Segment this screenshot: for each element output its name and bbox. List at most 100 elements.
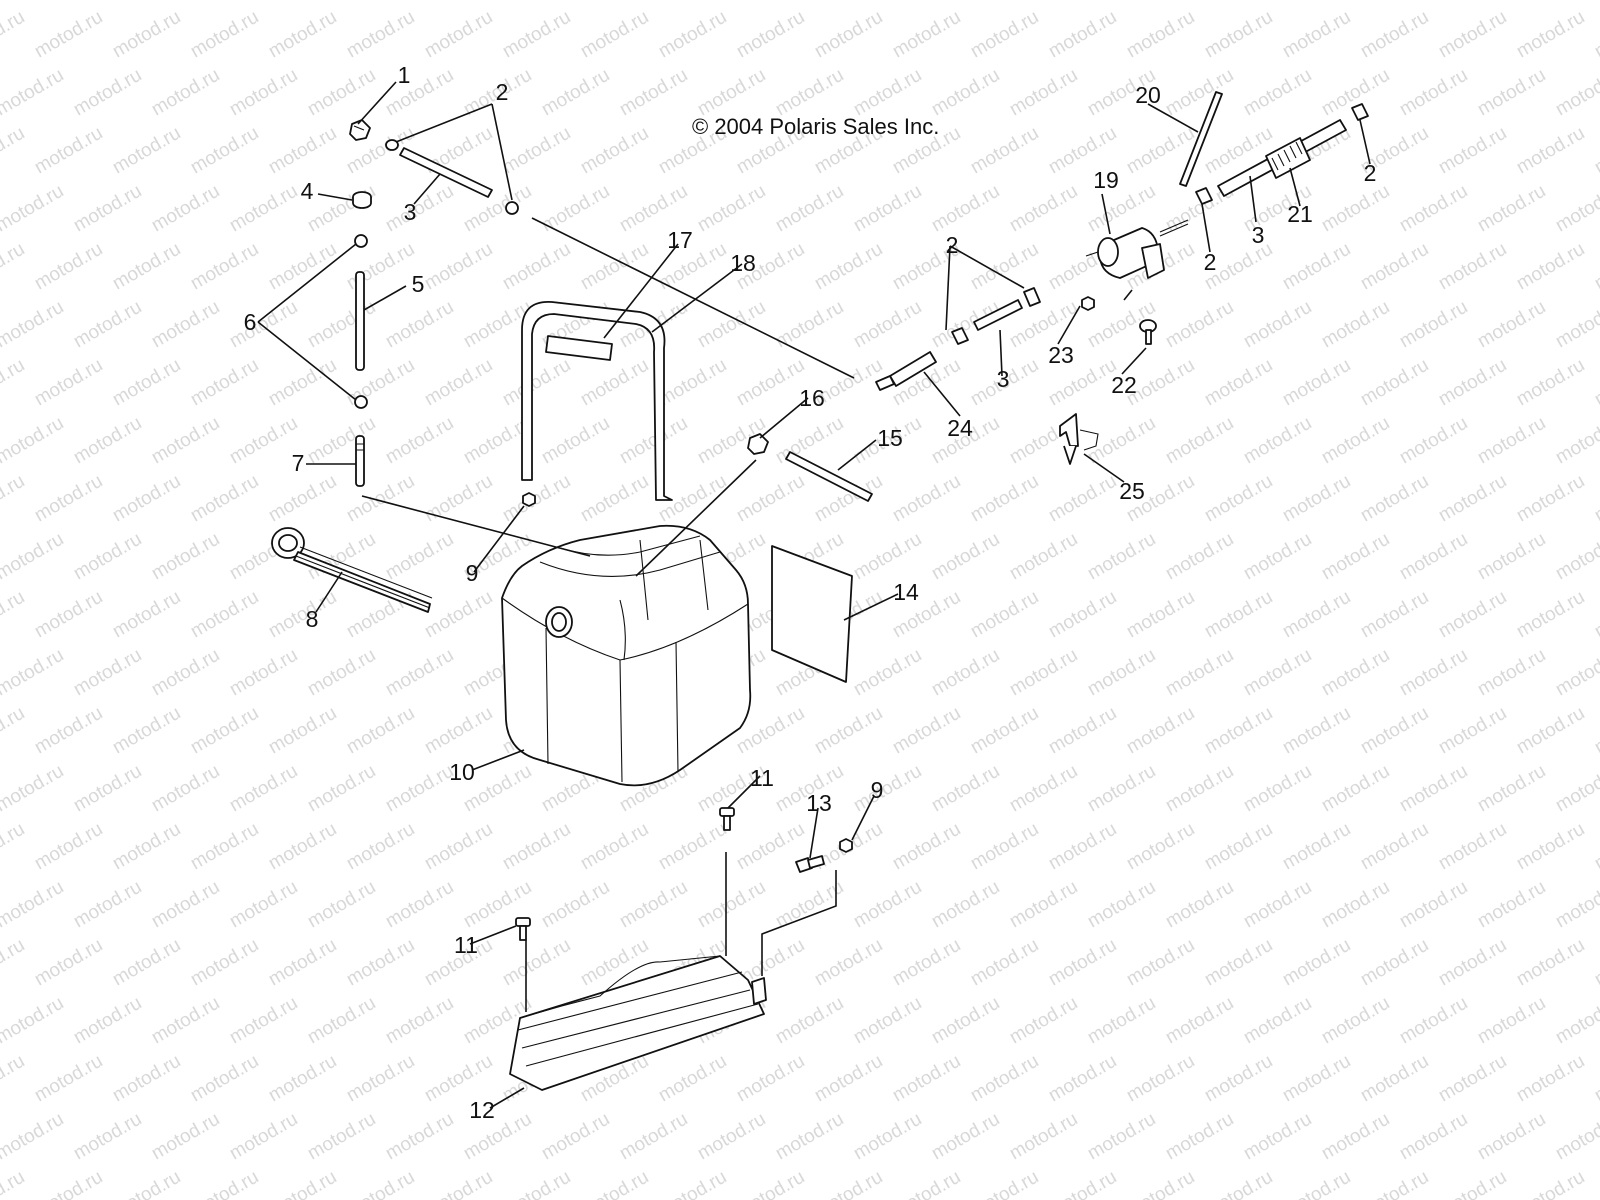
watermark-text: motod.ru: [1084, 761, 1159, 817]
part-6-cap-bottom: [354, 395, 368, 409]
watermark-text: motod.ru: [187, 1167, 262, 1200]
watermark-text: motod.ru: [70, 181, 145, 237]
watermark-text: motod.ru: [1162, 761, 1237, 817]
watermark-text: motod.ru: [1045, 819, 1120, 875]
watermark-text: motod.ru: [148, 1109, 223, 1165]
watermark-text: motod.ru: [265, 819, 340, 875]
watermark-text: motod.ru: [1045, 587, 1120, 643]
watermark-text: motod.ru: [577, 819, 652, 875]
watermark-text: motod.ru: [928, 297, 1003, 353]
callout-2: 2: [1204, 249, 1217, 275]
watermark-text: motod.ru: [148, 529, 223, 585]
watermark-text: motod.ru: [1435, 239, 1510, 295]
watermark-text: motod.ru: [1084, 0, 1159, 4]
watermark-text: motod.ru: [1240, 0, 1315, 4]
callout-22: 22: [1111, 372, 1137, 398]
watermark-text: motod.ru: [811, 1051, 886, 1107]
watermark-text: motod.ru: [1279, 355, 1354, 411]
watermark-text: motod.ru: [850, 761, 925, 817]
watermark-text: motod.ru: [0, 297, 67, 353]
watermark-text: motod.ru: [148, 413, 223, 469]
callout-6: 6: [244, 309, 257, 335]
watermark-text: motod.ru: [499, 7, 574, 63]
watermark-text: motod.ru: [1591, 7, 1600, 63]
watermark-text: motod.ru: [31, 123, 106, 179]
watermark-text: motod.ru: [1240, 645, 1315, 701]
watermark-text: motod.ru: [1201, 471, 1276, 527]
watermark-text: motod.ru: [304, 1109, 379, 1165]
part-10-fuel-tank: [501, 524, 752, 787]
part-16-vent-fitting: [747, 433, 769, 455]
watermark-text: motod.ru: [1435, 471, 1510, 527]
watermark-text: motod.ru: [1045, 703, 1120, 759]
watermark-text: motod.ru: [187, 703, 262, 759]
watermark-text: motod.ru: [850, 645, 925, 701]
watermark-text: motod.ru: [811, 239, 886, 295]
watermark-text: motod.ru: [1513, 819, 1588, 875]
watermark-text: motod.ru: [1279, 819, 1354, 875]
watermark-text: motod.ru: [1357, 1051, 1432, 1107]
watermark-text: motod.ru: [1201, 7, 1276, 63]
watermark-text: motod.ru: [889, 1051, 964, 1107]
copyright-text: © 2004 Polaris Sales Inc.: [692, 114, 939, 139]
part-13-bolt: [795, 855, 825, 873]
watermark-text: motod.ru: [1396, 65, 1471, 121]
watermark-text: motod.ru: [0, 761, 67, 817]
watermark-text: motod.ru: [1318, 297, 1393, 353]
watermark-text: motod.ru: [538, 181, 613, 237]
watermark-text: motod.ru: [148, 0, 223, 4]
watermark-text: motod.ru: [31, 471, 106, 527]
watermark-text: motod.ru: [577, 123, 652, 179]
watermark-text: motod.ru: [187, 1051, 262, 1107]
callout-17: 17: [667, 227, 693, 253]
watermark-text: motod.ru: [928, 877, 1003, 933]
watermark-text: motod.ru: [1435, 935, 1510, 991]
watermark-text: motod.ru: [1591, 239, 1600, 295]
watermark-text: motod.ru: [733, 471, 808, 527]
watermark-text: motod.ru: [1591, 819, 1600, 875]
watermark-text: motod.ru: [928, 645, 1003, 701]
watermark-text: motod.ru: [421, 819, 496, 875]
callout-1: 1: [398, 62, 411, 88]
watermark-text: motod.ru: [382, 645, 457, 701]
watermark-text: motod.ru: [0, 587, 28, 643]
watermark-text: motod.ru: [187, 7, 262, 63]
watermark-text: motod.ru: [226, 297, 301, 353]
part-22-screw: [1139, 319, 1157, 345]
watermark-text: motod.ru: [382, 1109, 457, 1165]
watermark-text: motod.ru: [772, 1109, 847, 1165]
watermark-text: motod.ru: [1123, 703, 1198, 759]
watermark-text: motod.ru: [1045, 935, 1120, 991]
watermark-text: motod.ru: [1552, 645, 1600, 701]
watermark-text: motod.ru: [538, 413, 613, 469]
watermark-text: motod.ru: [187, 587, 262, 643]
callout-2: 2: [1364, 160, 1377, 186]
watermark-text: motod.ru: [1513, 239, 1588, 295]
watermark-text: motod.ru: [1123, 7, 1198, 63]
watermark-text: motod.ru: [772, 297, 847, 353]
part-19-fuel-pump: [1085, 219, 1189, 279]
watermark-text: motod.ru: [0, 877, 67, 933]
watermark-text: motod.ru: [187, 935, 262, 991]
watermark-text: motod.ru: [577, 355, 652, 411]
watermark-text: motod.ru: [967, 1051, 1042, 1107]
watermark-text: motod.ru: [70, 877, 145, 933]
watermark-text: motod.ru: [1513, 703, 1588, 759]
watermark-text: motod.ru: [811, 703, 886, 759]
part-25-clip: [1059, 413, 1099, 465]
watermark-text: motod.ru: [1162, 65, 1237, 121]
watermark-text: motod.ru: [109, 123, 184, 179]
watermark-text: motod.ru: [1396, 645, 1471, 701]
watermark-text: motod.ru: [499, 355, 574, 411]
watermark-text: motod.ru: [1474, 645, 1549, 701]
watermark-text: motod.ru: [928, 761, 1003, 817]
watermark-text: motod.ru: [0, 645, 67, 701]
part-18-strap: [521, 301, 673, 501]
watermark-text: motod.ru: [460, 0, 535, 4]
watermark-text: motod.ru: [850, 65, 925, 121]
watermark-text: motod.ru: [499, 471, 574, 527]
watermark-text: motod.ru: [1240, 761, 1315, 817]
part-2-clamp-e: [1195, 187, 1213, 205]
watermark-text: motod.ru: [1435, 587, 1510, 643]
watermark-text: motod.ru: [499, 1167, 574, 1200]
